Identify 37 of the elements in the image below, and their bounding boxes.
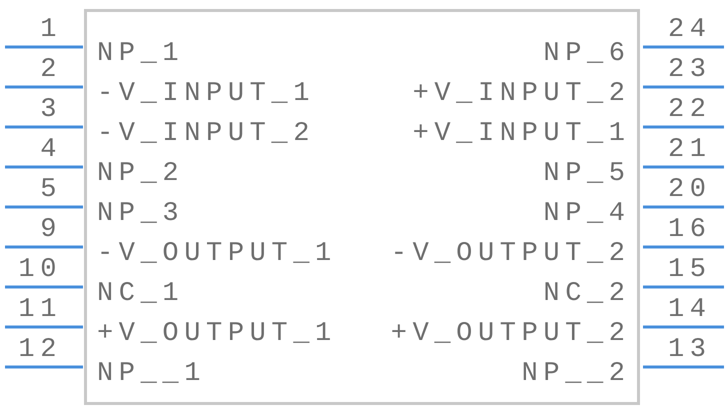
- pin-number: 13: [668, 335, 712, 365]
- pin-number: 12: [18, 335, 62, 365]
- pin-name: -V_INPUT_2: [97, 119, 316, 149]
- pin-name: -V_OUTPUT_2: [390, 239, 631, 269]
- pin-name: NP_2: [97, 159, 184, 189]
- pin-number: 23: [668, 55, 712, 85]
- pin-name: NP_6: [543, 39, 631, 69]
- pin-number: 20: [668, 175, 712, 205]
- chip-body: [84, 9, 640, 405]
- pin-number: 24: [668, 15, 712, 45]
- pin-number: 9: [40, 215, 62, 245]
- pin-name: NP__2: [522, 359, 631, 389]
- pin-name: NC_2: [543, 279, 631, 309]
- pin-name: NP_3: [97, 199, 184, 229]
- pin-number: 11: [18, 295, 62, 325]
- pin-number: 1: [40, 15, 62, 45]
- pin-number: 5: [40, 175, 62, 205]
- pin-name: NP_4: [543, 199, 631, 229]
- pin-name: +V_OUTPUT_1: [97, 319, 337, 349]
- pin-number: 21: [668, 135, 712, 165]
- pin-number: 16: [668, 215, 712, 245]
- pin-number: 15: [668, 255, 712, 285]
- pin-number: 22: [668, 95, 712, 125]
- pin-name: -V_INPUT_1: [97, 79, 316, 109]
- pin-number: 14: [668, 295, 712, 325]
- pin-name: +V_INPUT_2: [412, 79, 631, 109]
- pin-number: 3: [40, 95, 62, 125]
- pin-number: 10: [18, 255, 62, 285]
- pin-name: +V_OUTPUT_2: [390, 319, 631, 349]
- pin-name: -V_OUTPUT_1: [97, 239, 337, 269]
- pin-number: 2: [40, 55, 62, 85]
- pin-name: NP__1: [97, 359, 206, 389]
- pin-name: +V_INPUT_1: [412, 119, 631, 149]
- pin-name: NP_1: [97, 39, 184, 69]
- pin-number: 4: [40, 135, 62, 165]
- pin-name: NP_5: [543, 159, 631, 189]
- pin-name: NC_1: [97, 279, 184, 309]
